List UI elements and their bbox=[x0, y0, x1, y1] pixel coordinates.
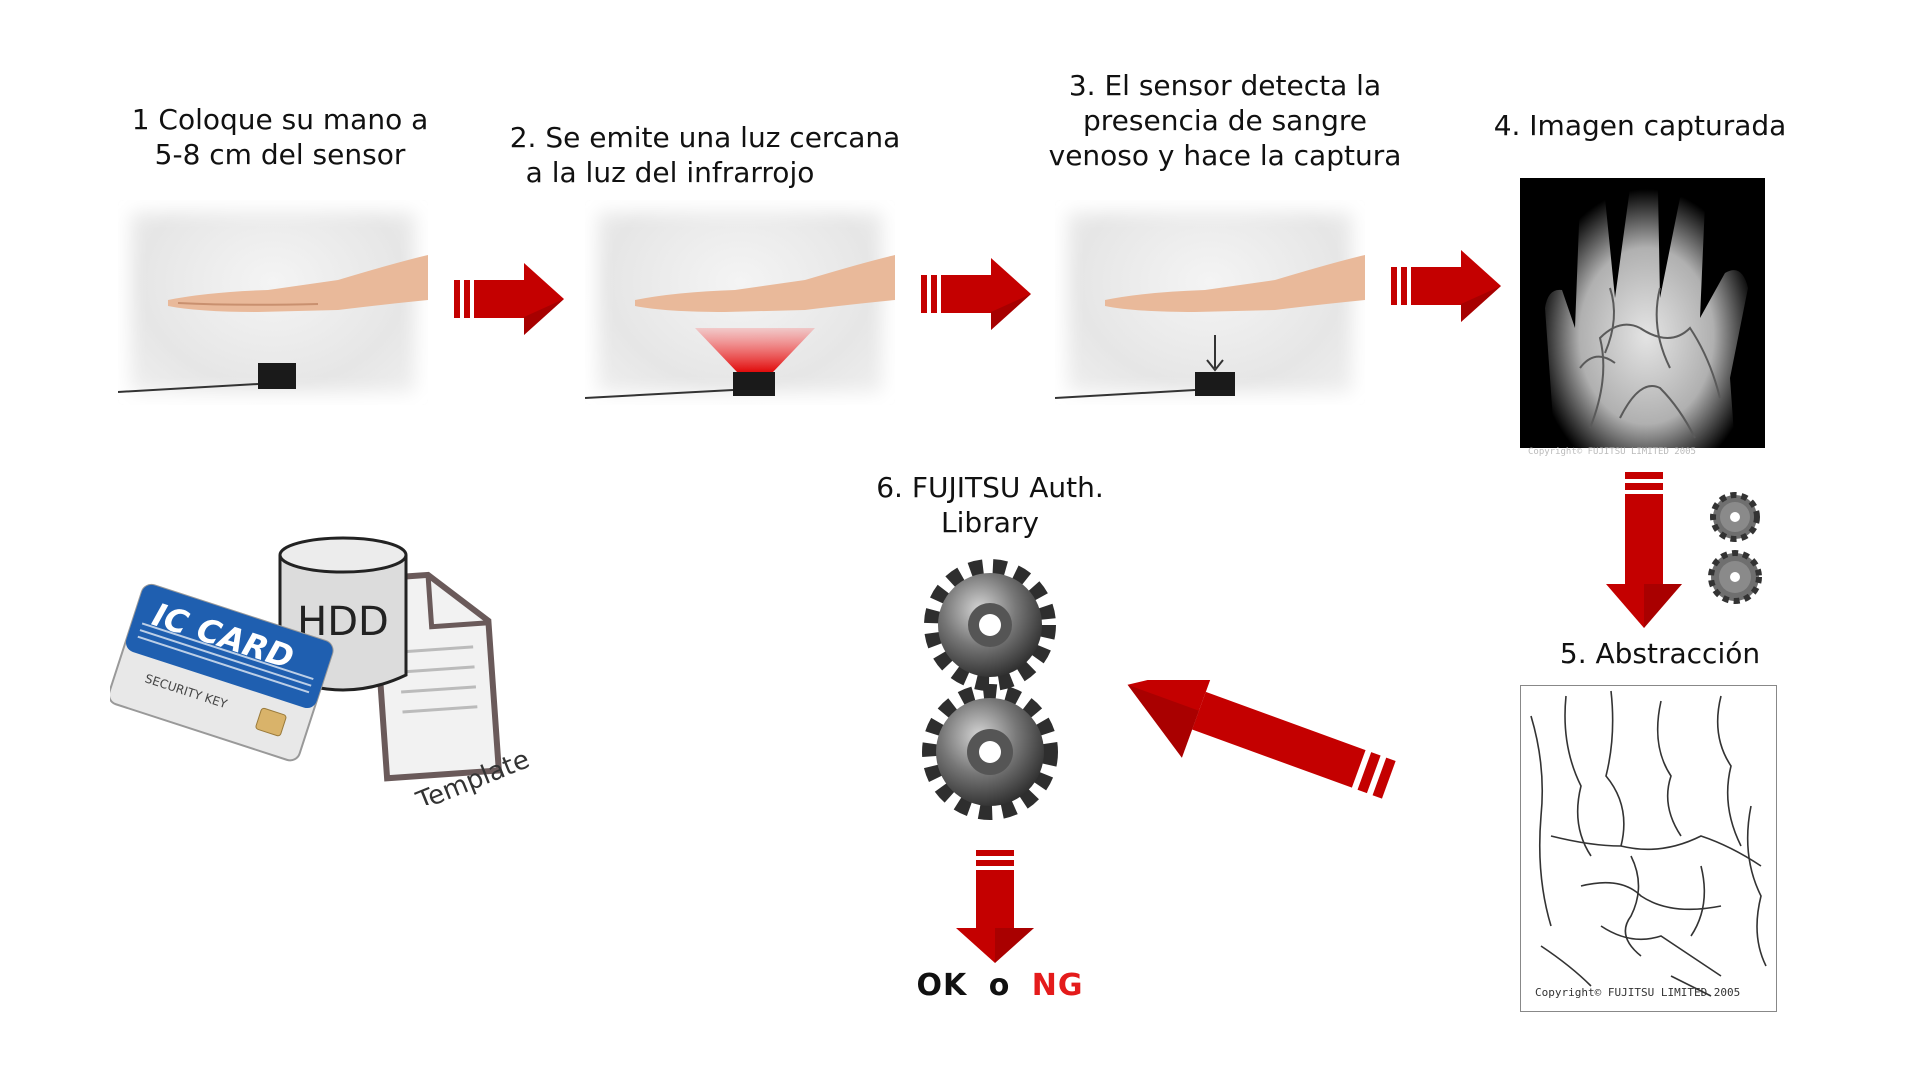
sensor-capture-photo bbox=[1055, 200, 1365, 405]
gear-icon bbox=[922, 684, 1058, 820]
hand-shape bbox=[635, 255, 895, 312]
step-2-line2: a la luz del infrarrojo bbox=[525, 156, 815, 189]
step-2-line1: 2. Se emite una luz cercana bbox=[509, 121, 901, 154]
storage-illustration: HDD IC CARD SECURITY KEY Template bbox=[110, 536, 530, 805]
auth-result: OK o NG bbox=[905, 968, 1095, 1003]
step-2-label: 2. Se emite una luz cercana a la luz del… bbox=[495, 120, 915, 190]
hand-shape bbox=[168, 255, 428, 312]
arrow-step3-to-4 bbox=[1391, 250, 1501, 322]
arrow-step4-to-5 bbox=[1606, 472, 1682, 628]
step-1-label: 1 Coloque su mano a 5-8 cm del sensor bbox=[110, 102, 450, 172]
step-5-line1: 5. Abstracción bbox=[1559, 637, 1761, 670]
arrow-step6-to-result bbox=[956, 850, 1034, 963]
step-4-line1: 4. Imagen capturada bbox=[1493, 109, 1787, 142]
step-6-label: 6. FUJITSU Auth. Library bbox=[845, 470, 1135, 540]
infrared-light-photo bbox=[585, 200, 895, 405]
step-3-line3: venoso y hace la captura bbox=[1048, 139, 1402, 172]
arrow-step2-to-3 bbox=[921, 258, 1031, 330]
vein-lines bbox=[1530, 690, 1767, 997]
gear-icon bbox=[1708, 550, 1762, 604]
captured-copyright: Copyright© FUJITSU LIMITED 2005 bbox=[1528, 447, 1696, 457]
ic-card-icon: IC CARD SECURITY KEY bbox=[110, 583, 334, 762]
small-gears bbox=[1708, 492, 1762, 604]
step-6-line2: Library bbox=[941, 506, 1039, 539]
infrared-light bbox=[695, 328, 815, 372]
hand-shape bbox=[1105, 255, 1365, 312]
step-3-line2: presencia de sangre bbox=[1083, 104, 1367, 137]
palm-sensor bbox=[258, 363, 296, 389]
palm-veins bbox=[1579, 287, 1721, 439]
step-6-line1: 6. FUJITSU Auth. bbox=[876, 471, 1104, 504]
abstraction-vein-pattern: Copyright© FUJITSU LIMITED 2005 bbox=[1520, 685, 1777, 1012]
palm-shape bbox=[1545, 180, 1748, 448]
captured-palm-image: Copyright© FUJITSU LIMITED 2005 bbox=[1520, 178, 1765, 458]
gear-icon bbox=[1710, 492, 1760, 542]
step-4-label: 4. Imagen capturada bbox=[1465, 108, 1815, 143]
gear-icon bbox=[924, 559, 1056, 691]
step-1-line1: 1 Coloque su mano a bbox=[131, 103, 429, 136]
arrow-step5-to-6 bbox=[1127, 680, 1396, 799]
result-ng: NG bbox=[1031, 968, 1084, 1003]
palm-sensor bbox=[1195, 372, 1235, 396]
abstraction-copyright: Copyright© FUJITSU LIMITED 2005 bbox=[1535, 986, 1740, 999]
auth-library-gears bbox=[922, 559, 1058, 820]
palm-sensor bbox=[733, 372, 775, 396]
hand-over-sensor-photo bbox=[118, 200, 428, 405]
step-3-line1: 3. El sensor detecta la bbox=[1068, 69, 1382, 102]
step-3-label: 3. El sensor detecta la presencia de san… bbox=[1015, 68, 1435, 173]
result-separator: o bbox=[988, 968, 1011, 1003]
hand-over-sensor-illustration bbox=[118, 255, 428, 393]
sensor-detect-illustration bbox=[1055, 255, 1365, 399]
step-1-line2: 5-8 cm del sensor bbox=[154, 138, 406, 171]
infrared-emission-illustration bbox=[585, 255, 895, 399]
result-ok: OK bbox=[916, 968, 968, 1003]
arrow-step1-to-2 bbox=[454, 263, 564, 335]
step-5-label: 5. Abstracción bbox=[1510, 636, 1810, 671]
